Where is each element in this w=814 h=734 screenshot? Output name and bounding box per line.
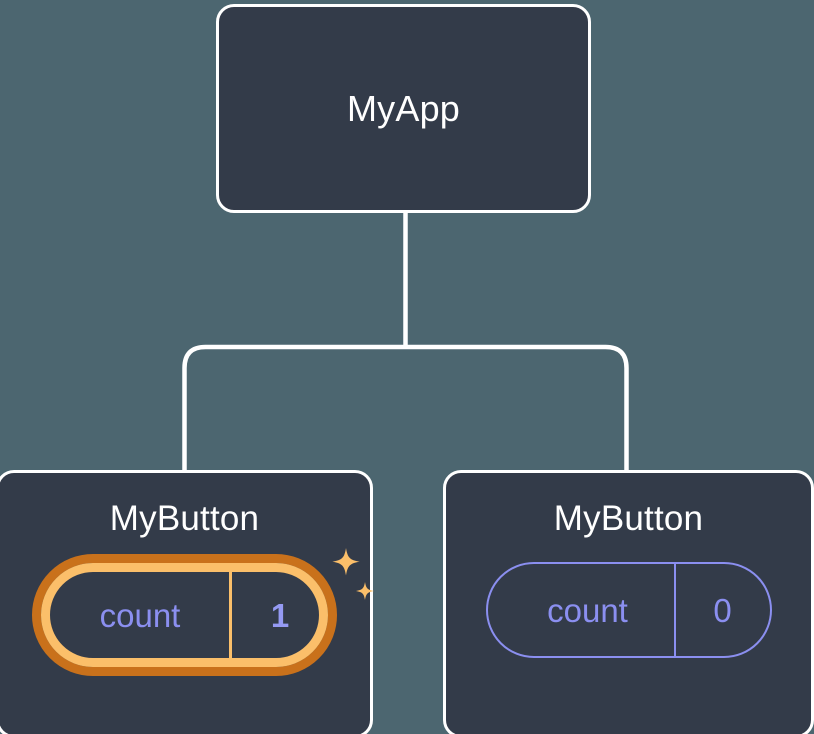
state-pill-left-wrapper: count 1 xyxy=(32,548,374,676)
node-root-myapp[interactable]: MyApp xyxy=(216,4,591,213)
state-pill-right-key: count xyxy=(547,591,628,629)
state-pill-left-value: 1 xyxy=(229,563,328,667)
state-pill-left-highlighted[interactable]: count 1 xyxy=(32,554,337,676)
state-pill-right-value: 0 xyxy=(673,564,770,656)
sparkle-large-icon xyxy=(332,548,360,576)
connector-branch-bus xyxy=(182,344,629,470)
node-root-label: MyApp xyxy=(346,87,461,129)
node-child-right-label: MyButton xyxy=(553,499,704,538)
node-child-mybutton-right[interactable]: MyButton count 0 xyxy=(443,470,814,734)
sparkle-small-icon xyxy=(356,582,374,600)
state-pill-right[interactable]: count 0 xyxy=(485,562,772,658)
node-child-left-label: MyButton xyxy=(109,499,260,538)
state-pill-right-wrapper: count 0 xyxy=(485,562,772,658)
node-child-mybutton-left[interactable]: MyButton count 1 xyxy=(0,470,374,734)
state-pill-left-key: count xyxy=(99,596,181,634)
